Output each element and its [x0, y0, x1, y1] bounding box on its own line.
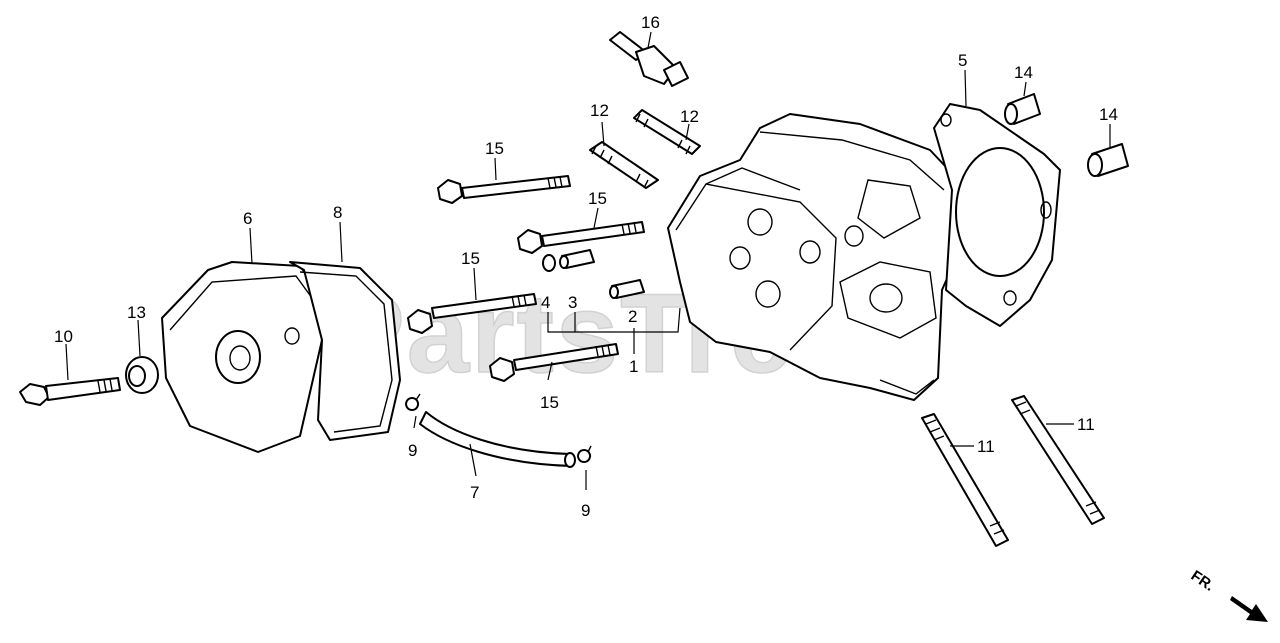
part-4-washer[interactable]: [542, 254, 556, 272]
part-11-stud-right[interactable]: [1011, 395, 1105, 525]
part-2-dowel-pin[interactable]: [609, 279, 645, 299]
front-label: FR.: [1188, 567, 1218, 595]
callout-15-mid: 15: [588, 189, 607, 208]
callout-7: 7: [470, 483, 479, 502]
callout-3: 3: [568, 293, 577, 312]
callout-13: 13: [127, 303, 146, 322]
callout-15-left: 15: [461, 249, 480, 268]
callout-labels: 16 12 12 15 15 15 15 4 3 2 1 6 8 13 10 5…: [54, 13, 1118, 520]
callout-2: 2: [628, 307, 637, 326]
part-8-head-cover-gasket[interactable]: [289, 261, 401, 441]
callout-12-left: 12: [590, 101, 609, 120]
callout-14-lower: 14: [1099, 105, 1118, 124]
part-15-bolt-upper[interactable]: [437, 175, 571, 204]
part-12-stud-left[interactable]: [589, 141, 659, 189]
callout-12-right: 12: [680, 107, 699, 126]
part-5-head-gasket[interactable]: [933, 103, 1061, 327]
part-16-spark-plug[interactable]: [609, 31, 689, 87]
callout-8: 8: [333, 203, 342, 222]
callout-5: 5: [958, 51, 967, 70]
callout-16: 16: [641, 13, 660, 32]
part-15-bolt-mid[interactable]: [517, 221, 645, 254]
part-12-stud-right[interactable]: [633, 109, 701, 155]
arrow-icon: [1230, 596, 1268, 622]
callout-4: 4: [541, 293, 550, 312]
front-direction-indicator: FR.: [1188, 567, 1268, 622]
callout-9-right: 9: [581, 501, 590, 520]
callout-15-lower: 15: [540, 393, 559, 412]
part-14-dowel-upper[interactable]: [1004, 93, 1041, 125]
part-3-dowel-pin[interactable]: [559, 249, 595, 269]
part-14-dowel-lower[interactable]: [1087, 143, 1129, 177]
part-11-stud-left[interactable]: [921, 413, 1009, 547]
callout-6: 6: [243, 209, 252, 228]
callout-15-upper: 15: [485, 139, 504, 158]
part-9-clamp-right[interactable]: [577, 445, 592, 463]
callout-10: 10: [54, 327, 73, 346]
callout-11-right: 11: [1077, 415, 1095, 434]
callout-11-left: 11: [977, 437, 995, 456]
part-15-bolt-left[interactable]: [407, 293, 537, 334]
part-1-cylinder-head[interactable]: [667, 113, 965, 401]
part-9-clamp-left[interactable]: [405, 393, 421, 411]
callout-1: 1: [629, 357, 638, 376]
part-15-bolt-lower[interactable]: [489, 343, 619, 382]
leader-lines: [65, 31, 1111, 490]
callout-9-left: 9: [408, 441, 417, 460]
part-6-head-cover[interactable]: [161, 261, 323, 453]
part-13-grommet[interactable]: [125, 356, 159, 394]
callout-14-upper: 14: [1014, 63, 1033, 82]
part-10-bolt[interactable]: [19, 377, 121, 406]
part-7-breather-hose[interactable]: [419, 411, 576, 468]
